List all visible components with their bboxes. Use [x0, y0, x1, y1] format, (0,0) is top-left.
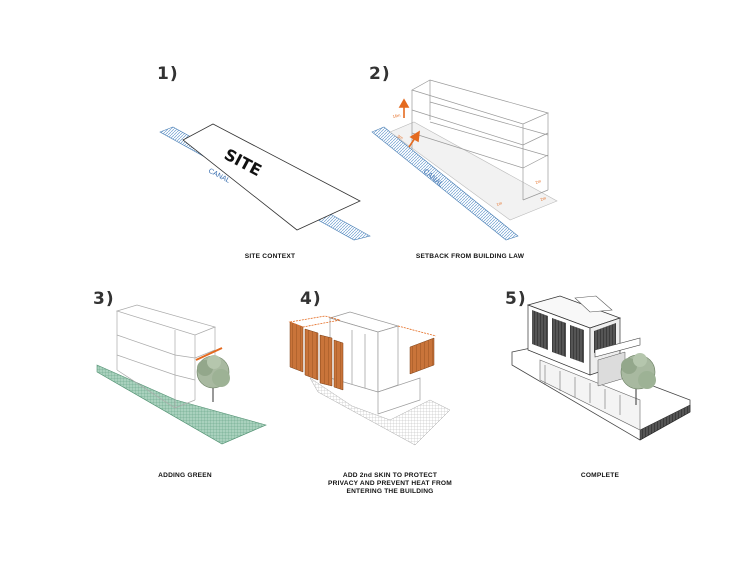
step-2-dim-label-side-2: 1m: [496, 200, 504, 207]
step-5-caption: COMPLETE: [560, 472, 640, 480]
step-5-tree: [620, 353, 656, 405]
step-1-caption: SITE CONTEXT: [230, 253, 310, 261]
step-5-number: 5): [505, 289, 527, 309]
step-4-number: 4): [300, 289, 322, 309]
step-5-base-glazing: [639, 404, 691, 441]
step-2-setback-drawing: 16m 3m 2m 1m 2m CANAL: [371, 79, 558, 241]
step-5-caption-line-1: COMPLETE: [580, 472, 620, 479]
step-5-building: [526, 295, 641, 387]
step-3-caption: ADDING GREEN: [145, 472, 225, 480]
step-4-skin-panels: [288, 315, 437, 391]
step-2-dim-label-rear: 2m: [540, 195, 548, 202]
step-4-caption-line-2: PRIVACY AND PREVENT HEAT FROM: [328, 480, 452, 487]
step-3-caption-line-1: ADDING GREEN: [158, 472, 212, 479]
step-3-green-drawing: [96, 304, 267, 445]
step-2-building-envelope: [411, 79, 550, 201]
step-4-caption-line-1: ADD 2nd SKIN TO PROTECT: [342, 472, 438, 479]
step-1-site-plot: [182, 123, 361, 231]
step-2-setback-arrows: [398, 98, 420, 148]
step-4-skin-drawing: [288, 311, 451, 446]
step-5-complete-drawing: [511, 295, 691, 441]
step-1-number: 1): [157, 64, 179, 84]
step-2-caption: SETBACK FROM BUILDING LAW: [400, 253, 540, 261]
step-2-caption-line-1: SETBACK FROM BUILDING LAW: [415, 253, 525, 260]
step-3-number: 3): [93, 289, 115, 309]
step-4-ground: [309, 377, 451, 446]
step-2-canal-strip: [371, 126, 519, 241]
step-2-dim-label-height: 16m: [392, 112, 401, 119]
step-4-caption-line-3: ENTERING THE BUILDING: [346, 488, 434, 495]
step-2-plot: [389, 121, 558, 221]
step-4-building: [328, 311, 421, 415]
step-1-caption-line-1: SITE CONTEXT: [244, 253, 296, 260]
step-2-dim-label-front: 3m: [397, 133, 405, 140]
step-4-caption: ADD 2nd SKIN TO PROTECT PRIVACY AND PREV…: [320, 472, 460, 496]
step-5-fence: [544, 365, 621, 415]
step-2-number: 2): [369, 64, 391, 84]
step-3-building-wireframe: [115, 304, 217, 409]
step-1-site-drawing: SITE CANAL: [159, 123, 371, 241]
step-3-orange-edge: [195, 347, 223, 361]
step-3-tree: [196, 355, 230, 402]
step-2-dim-label-side-1: 2m: [535, 178, 543, 185]
